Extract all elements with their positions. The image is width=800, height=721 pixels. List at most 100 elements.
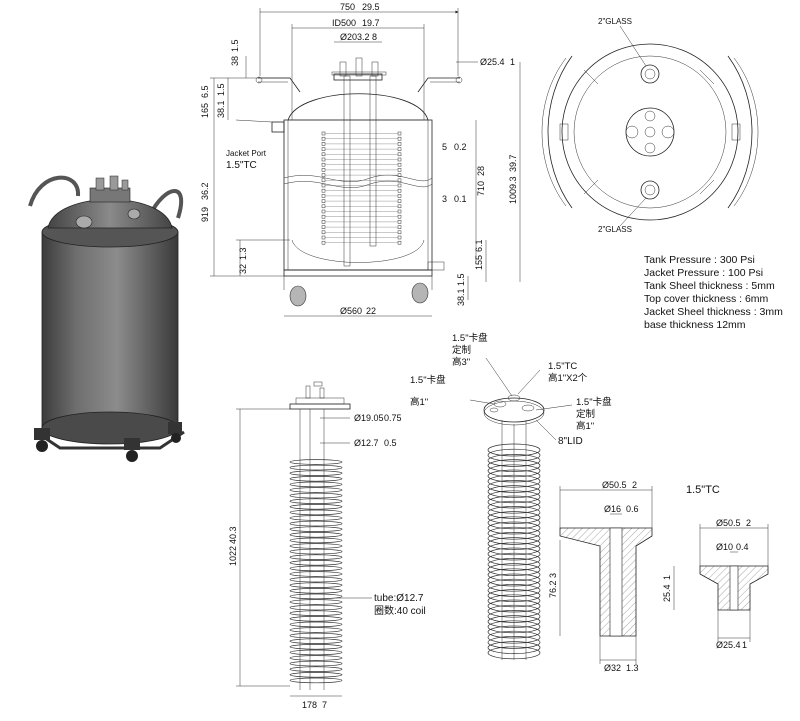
dim-165-in: 6.5 xyxy=(200,85,210,98)
dim-1022-in: 40.3 xyxy=(228,526,238,544)
coil-loop xyxy=(487,620,541,634)
dim-fl-d16: Ø16 xyxy=(604,504,621,514)
dim-port-dia-in: 8 xyxy=(372,32,377,42)
callout-clamp1b-l3: 高1" xyxy=(576,420,594,432)
coil-section-left xyxy=(321,240,326,245)
dim-id500-in: 19.7 xyxy=(362,18,380,28)
coil-loop xyxy=(487,641,541,654)
coil-section-left xyxy=(321,142,326,146)
dim-fs-d254-in: 1 xyxy=(742,640,747,650)
coil-loop xyxy=(487,495,541,509)
coil-loop xyxy=(289,504,343,510)
dim-top-38-in: 1.5 xyxy=(230,39,240,52)
dim-coil-gap3-in: 0.1 xyxy=(454,194,467,204)
coil-section-right xyxy=(397,168,402,172)
coil-section-left xyxy=(321,136,326,141)
dim-919: 919 xyxy=(200,207,210,222)
coil-loop xyxy=(487,537,541,550)
coil-loop xyxy=(289,632,343,639)
section-dimension-labels: 750 29.5 ID500 19.7 Ø203.2 8 Ø25.4 1 38 … xyxy=(200,2,518,316)
spec-jacket-shell: Jacket Sheel thickness : 3mm xyxy=(644,306,783,318)
coil-loop xyxy=(487,511,541,524)
coil-loop xyxy=(487,454,541,467)
coil-section-left xyxy=(321,162,326,167)
coil-loop xyxy=(289,515,343,521)
coil-section-left xyxy=(321,178,326,183)
dim-1009-in: 39.7 xyxy=(508,154,518,172)
dim-178-in: 7 xyxy=(322,700,327,710)
coil-loop xyxy=(487,625,541,639)
dim-d1905-in: 0.75 xyxy=(384,413,402,423)
coil-section-left xyxy=(321,235,326,240)
dim-fl-d16-in: 0.6 xyxy=(626,504,639,514)
dim-750-in: 29.5 xyxy=(362,2,380,12)
coil-loop xyxy=(289,604,343,611)
coil-loop xyxy=(289,571,343,577)
spec-top-cover: Top cover thickness : 6mm xyxy=(644,293,769,305)
coil-loop xyxy=(487,615,541,628)
coil-loop xyxy=(487,480,541,493)
coil-loop xyxy=(289,554,343,560)
dim-fl-d32: Ø32 xyxy=(604,663,621,673)
coil-section-right xyxy=(397,199,402,203)
coil-section-right xyxy=(397,230,402,235)
coil-loop xyxy=(289,649,343,656)
dim-710-in: 28 xyxy=(476,166,486,176)
dim-coil-gap5-in: 0.2 xyxy=(454,142,467,152)
dim-coil-gap3: 3 xyxy=(442,194,447,204)
coil-loop xyxy=(487,646,541,660)
coil-loop xyxy=(289,621,343,628)
dim-155: 155 xyxy=(474,255,484,270)
coil-loop xyxy=(487,464,541,478)
dim-fs-h254: 25.4 xyxy=(662,584,672,602)
spec-jacket-pressure: Jacket Pressure : 100 Psi xyxy=(644,267,764,279)
coil-loop xyxy=(487,610,541,623)
dim-base-dia-in: 22 xyxy=(366,306,376,316)
dim-id500: ID500 xyxy=(332,18,356,28)
dim-handle-dia-in: 1 xyxy=(510,57,515,67)
coil-loop xyxy=(487,521,541,535)
coil-loop xyxy=(487,599,541,613)
coil-loop xyxy=(487,532,541,545)
coil-loop xyxy=(487,578,541,592)
coil-section-left xyxy=(321,188,326,193)
coil-loop xyxy=(487,594,541,608)
coil-loop xyxy=(289,543,343,549)
coil-section-right xyxy=(397,225,402,229)
coil-loop xyxy=(487,490,541,504)
coil-loop xyxy=(289,470,343,476)
dim-d127-in: 0.5 xyxy=(384,438,397,448)
spec-notes: Tank Pressure : 300 Psi Jacket Pressure … xyxy=(644,254,794,332)
dim-fs-d10-in: 0.4 xyxy=(736,542,749,552)
dim-base-dia: Ø560 xyxy=(340,306,362,316)
coil-loop xyxy=(487,589,541,602)
coil-section-right xyxy=(397,204,402,209)
coil-section-right xyxy=(397,214,402,219)
ferrule-small-section xyxy=(673,524,769,642)
dim-38-1-in: 1.5 xyxy=(216,83,226,96)
coil-loop xyxy=(487,552,541,566)
spec-tank-pressure: Tank Pressure : 300 Psi xyxy=(644,254,755,266)
coil-loop xyxy=(487,573,541,587)
dim-fl-d32-in: 1.3 xyxy=(626,663,639,673)
callout-clamp1a-l1: 1.5"卡盘 xyxy=(410,374,446,386)
dim-178: 178 xyxy=(302,700,317,710)
coil-loop xyxy=(289,655,343,661)
coil-loop xyxy=(487,526,541,540)
coil-loop xyxy=(289,532,343,538)
coil-section-left xyxy=(321,131,326,136)
coil-loop xyxy=(487,636,541,649)
dim-fs-h254-in: 1 xyxy=(662,575,672,580)
dim-155-in: 6.1 xyxy=(474,239,484,252)
coil-section-right xyxy=(397,131,402,136)
tank-top-view xyxy=(541,25,759,227)
coil-loop xyxy=(289,660,343,667)
coil-loop xyxy=(289,464,343,471)
coil-loops xyxy=(289,459,343,684)
callout-clamp3-l3: 高3" xyxy=(452,356,470,368)
coil-loop xyxy=(289,565,343,572)
ferrule-large-dims: Ø50.5 2 Ø16 0.6 76.2 3 Ø32 1.3 xyxy=(548,480,639,673)
coil-loop xyxy=(487,506,541,519)
coil-section-right xyxy=(397,220,402,224)
